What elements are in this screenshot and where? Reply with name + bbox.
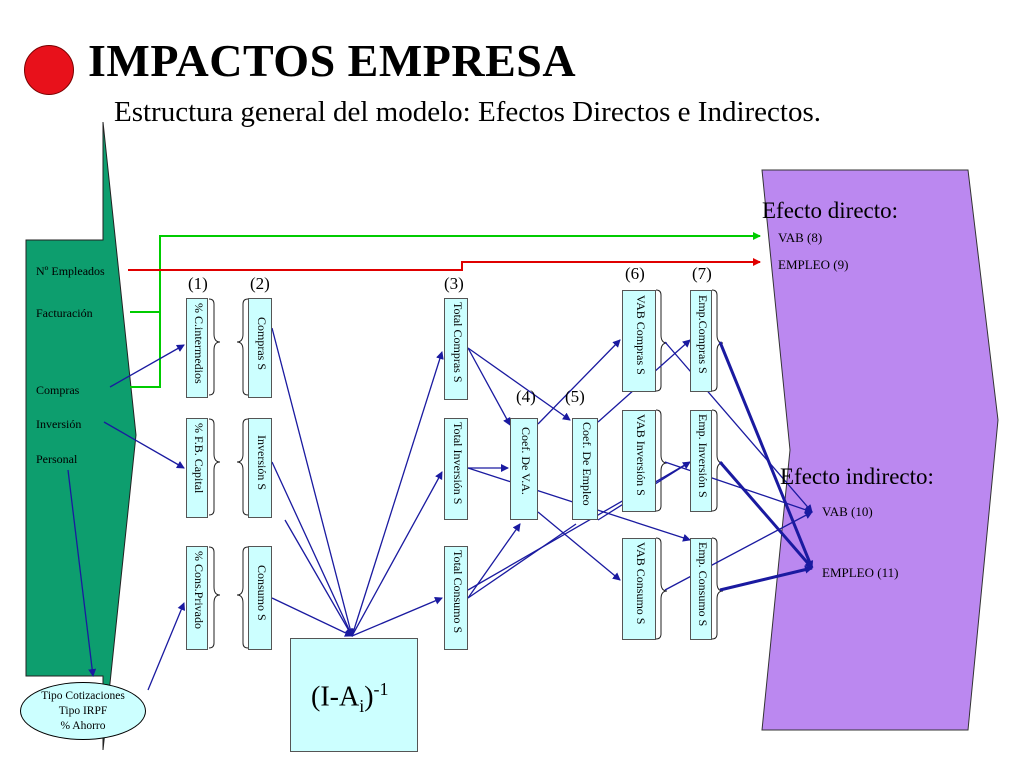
indirect-effect-title: Efecto indirecto: — [780, 464, 934, 489]
leontief-inverse-box: (I-Ai)-1 — [290, 638, 418, 752]
flow-empcompras-emp11 — [718, 341, 814, 569]
box-compras-s: Compras S — [248, 298, 272, 398]
box-emp-inversion: Emp. Inversión S — [690, 410, 712, 512]
flow-tc-coefemp — [467, 347, 571, 421]
brace-4 — [236, 298, 249, 396]
tax-param-ahorro: % Ahorro — [60, 719, 106, 732]
flow-coefva-vabconsumo — [537, 511, 621, 581]
marker-6: (6) — [625, 264, 645, 283]
flow-empinv-emp11 — [718, 461, 814, 569]
flow-coefva-vabcompras — [537, 339, 621, 425]
title-bullet-icon — [24, 45, 74, 95]
box-emp-compras: Emp.Compras S — [690, 290, 712, 392]
brace-5 — [236, 418, 249, 516]
flow-compras-to-col1 — [109, 344, 185, 388]
brace-8 — [655, 409, 668, 512]
input-personal: Personal — [36, 452, 78, 466]
input-empleados: Nº Empleados — [36, 264, 105, 278]
leontief-inverse-label: (I-Ai)-1 — [311, 679, 389, 716]
brace-3 — [208, 546, 221, 649]
marker-5: (5) — [565, 387, 585, 406]
inputs-arrow-shape — [25, 121, 137, 751]
flow-consumo-matrix — [271, 597, 353, 637]
flow-consumo-matrix-2 — [284, 519, 353, 637]
box-vab-consumo: VAB Consumo S — [622, 538, 656, 640]
box-cons-privado: % Cons.Privado — [186, 546, 208, 650]
page-title: IMPACTOS EMPRESA — [88, 35, 577, 86]
flow-tax-to-col1 — [147, 602, 186, 691]
flow-tc-coefva — [467, 347, 511, 426]
direct-vab-line-2 — [130, 312, 161, 388]
box-emp-consumo: Emp. Consumo S — [690, 538, 712, 640]
direct-effect-empleo: EMPLEO (9) — [778, 257, 849, 272]
flow-compras-matrix — [271, 327, 355, 637]
input-facturacion: Facturación — [36, 306, 93, 320]
input-inversion: Inversión — [36, 417, 82, 431]
direct-effect-vab: VAB (8) — [778, 230, 823, 245]
box-vab-compras: VAB Compras S — [622, 290, 656, 392]
marker-1: (1) — [188, 274, 208, 293]
tax-parameters-ellipse: Tipo Cotizaciones Tipo IRPF % Ahorro — [20, 682, 146, 740]
flow-vabcons-vab10 — [664, 511, 813, 591]
brace-7 — [655, 289, 668, 392]
indirect-effect-vab: VAB (10) — [822, 504, 873, 519]
tax-param-cotizaciones: Tipo Cotizaciones — [41, 689, 125, 702]
brace-10 — [711, 289, 724, 392]
brace-9 — [655, 537, 668, 640]
box-coef-empleo: Coef. De Empleo — [572, 418, 598, 520]
brace-1 — [208, 298, 221, 396]
flow-vabcompras-vab10 — [664, 341, 813, 513]
flow-tcons-coefemp — [467, 523, 577, 599]
flow-inversion-to-col1 — [103, 421, 185, 469]
flow-matrix-total-consumo — [351, 597, 443, 637]
input-compras: Compras — [36, 383, 80, 397]
marker-3: (3) — [444, 274, 464, 293]
brace-11 — [711, 409, 724, 512]
box-consumo-s: Consumo S — [248, 546, 272, 650]
box-total-consumo: Total Consumo S — [444, 546, 468, 650]
box-fb-capital: % F.B. Capital — [186, 418, 208, 518]
results-arrow-shape — [761, 169, 999, 731]
tax-param-irpf: Tipo IRPF — [58, 704, 108, 717]
flow-personal-to-tax — [67, 469, 97, 677]
flow-matrix-total-compras — [351, 351, 444, 637]
direct-emp-line — [128, 258, 761, 271]
brace-2 — [208, 418, 221, 516]
flow-inversion-matrix — [271, 461, 353, 637]
box-total-inversion: Total Inversión S — [444, 418, 468, 520]
direct-effect-title: Efecto directo: — [762, 198, 899, 223]
page-subtitle: Estructura general del modelo: Efectos D… — [114, 96, 822, 128]
box-total-compras: Total Compras S — [444, 298, 468, 400]
brace-12 — [711, 537, 724, 640]
marker-2: (2) — [250, 274, 270, 293]
marker-7: (7) — [692, 264, 712, 283]
brace-6 — [236, 546, 249, 649]
flow-empcons-emp11 — [719, 565, 813, 592]
flow-matrix-total-inversion — [351, 471, 443, 637]
box-c-intermedios: % C.intermedios — [186, 298, 208, 398]
marker-4: (4) — [516, 387, 536, 406]
direct-vab-line — [130, 232, 761, 313]
box-inversion-s: Inversión S — [248, 418, 272, 518]
indirect-effect-empleo: EMPLEO (11) — [822, 565, 899, 580]
flow-tcons-coefva — [467, 523, 521, 599]
box-coef-va: Coef. De V.A. — [510, 418, 538, 520]
flow-vabinv-vab10 — [664, 461, 813, 514]
box-vab-inversion: VAB Inversión S — [622, 410, 656, 512]
